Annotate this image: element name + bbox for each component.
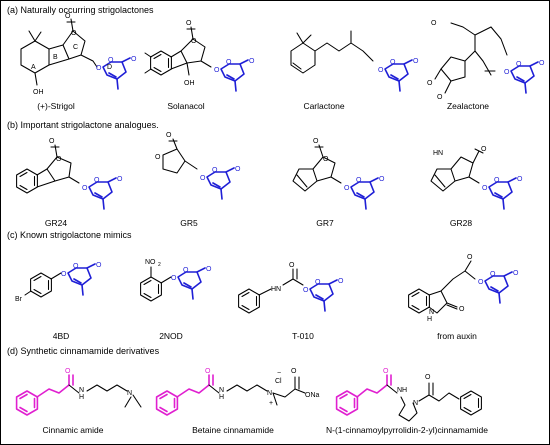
svg-text:N: N — [413, 400, 418, 407]
label-gr5: GR5 — [180, 218, 198, 228]
label-betaine-cinnamamide: Betaine cinnamamide — [192, 425, 274, 435]
svg-text:Cl: Cl — [275, 378, 282, 385]
t010-structure: HN O — [238, 262, 345, 314]
section-b-heading: (b) Important strigolactone analogues. — [7, 120, 159, 130]
label-zealactone: Zealactone — [447, 101, 489, 111]
svg-text:N: N — [429, 309, 434, 316]
svg-text:N: N — [267, 390, 272, 397]
svg-text:H: H — [427, 316, 432, 323]
svg-text:O: O — [459, 306, 465, 313]
carlactone-structure — [290, 30, 420, 92]
svg-text:−: − — [277, 370, 281, 377]
svg-text:N: N — [127, 390, 132, 397]
label-solanacol: Solanacol — [167, 101, 204, 111]
svg-text:H: H — [219, 394, 224, 401]
strigol-structure: O O OH A B C D — [20, 13, 138, 96]
label-4bd: 4BD — [53, 331, 70, 341]
svg-text:NO: NO — [145, 259, 156, 266]
svg-text:D: D — [107, 64, 112, 71]
label-t010: T-010 — [292, 331, 314, 341]
svg-text:HN: HN — [433, 150, 443, 157]
svg-text:C: C — [73, 44, 78, 51]
svg-text:OH: OH — [33, 89, 44, 96]
svg-text:N: N — [79, 387, 84, 394]
svg-text:O: O — [323, 156, 329, 163]
label-strigol: (+)-Strigol — [37, 101, 75, 111]
section-c-heading: (c) Known strigolactone mimics — [7, 230, 132, 240]
svg-text:O: O — [49, 138, 55, 145]
gr5-structure: O O — [155, 132, 242, 200]
svg-text:O: O — [205, 368, 211, 375]
svg-text:O: O — [425, 374, 431, 381]
svg-text:O: O — [65, 368, 71, 375]
svg-text:ONa: ONa — [305, 392, 320, 399]
svg-text:O: O — [431, 20, 437, 27]
svg-text:Br: Br — [15, 296, 23, 303]
svg-text:O: O — [155, 154, 161, 161]
svg-text:HN: HN — [271, 286, 281, 293]
gr7-structure: O O — [292, 138, 386, 210]
solanacol-structure: O O OH — [144, 20, 256, 92]
label-from-auxin: from auxin — [437, 331, 477, 341]
svg-text:O: O — [383, 368, 389, 375]
label-gr28: GR28 — [450, 218, 472, 228]
zealactone-structure: O O O — [427, 20, 546, 101]
svg-text:O: O — [65, 13, 71, 20]
svg-text:2: 2 — [158, 262, 161, 268]
label-pyrrolidinyl-cinnamamide: N-(1-cinnamoylpyrrolidin-2-yl)cinnamamid… — [326, 425, 488, 435]
svg-text:O: O — [291, 368, 297, 375]
svg-text:+: + — [269, 400, 273, 407]
svg-text:N: N — [219, 387, 224, 394]
section-d-heading: (d) Synthetic cinnamamide derivatives — [7, 346, 160, 356]
2nod-structure: NO 2 — [140, 259, 213, 302]
svg-text:O: O — [437, 94, 443, 101]
label-gr7: GR7 — [316, 218, 334, 228]
svg-text:OH: OH — [184, 80, 195, 87]
section-a-heading: (a) Naturally occurring strigolactones — [7, 5, 154, 15]
cinnamic-amide-structure: O H N N — [15, 368, 142, 416]
svg-text:O: O — [166, 132, 172, 139]
svg-text:O: O — [186, 20, 192, 27]
svg-text:O: O — [289, 262, 295, 269]
pyrrolidinyl-bis-cinnamamide-structure: O NH N O — [335, 368, 482, 422]
auxin-derived-structure: H N O O — [408, 254, 520, 323]
svg-text:O: O — [191, 38, 197, 45]
svg-text:O: O — [313, 138, 319, 145]
svg-text:O: O — [427, 80, 433, 87]
svg-text:O: O — [56, 156, 62, 163]
gr28-structure: HN O — [430, 146, 524, 210]
svg-text:H: H — [79, 394, 84, 401]
svg-text:B: B — [53, 54, 58, 61]
label-carlactone: Carlactone — [303, 101, 344, 111]
4bd-structure: Br — [15, 261, 103, 303]
gr24-structure: O O — [16, 138, 124, 210]
label-cinnamic-amide: Cinnamic amide — [43, 425, 104, 435]
svg-text:NH: NH — [397, 387, 407, 394]
svg-text:O: O — [71, 30, 77, 37]
svg-text:A: A — [31, 64, 36, 71]
svg-text:O: O — [481, 146, 487, 153]
betaine-cinnamamide-structure: O H N N Cl − + O ONa — [155, 368, 320, 416]
svg-text:O: O — [467, 254, 473, 261]
label-2nod: 2NOD — [159, 331, 183, 341]
label-gr24: GR24 — [45, 218, 67, 228]
